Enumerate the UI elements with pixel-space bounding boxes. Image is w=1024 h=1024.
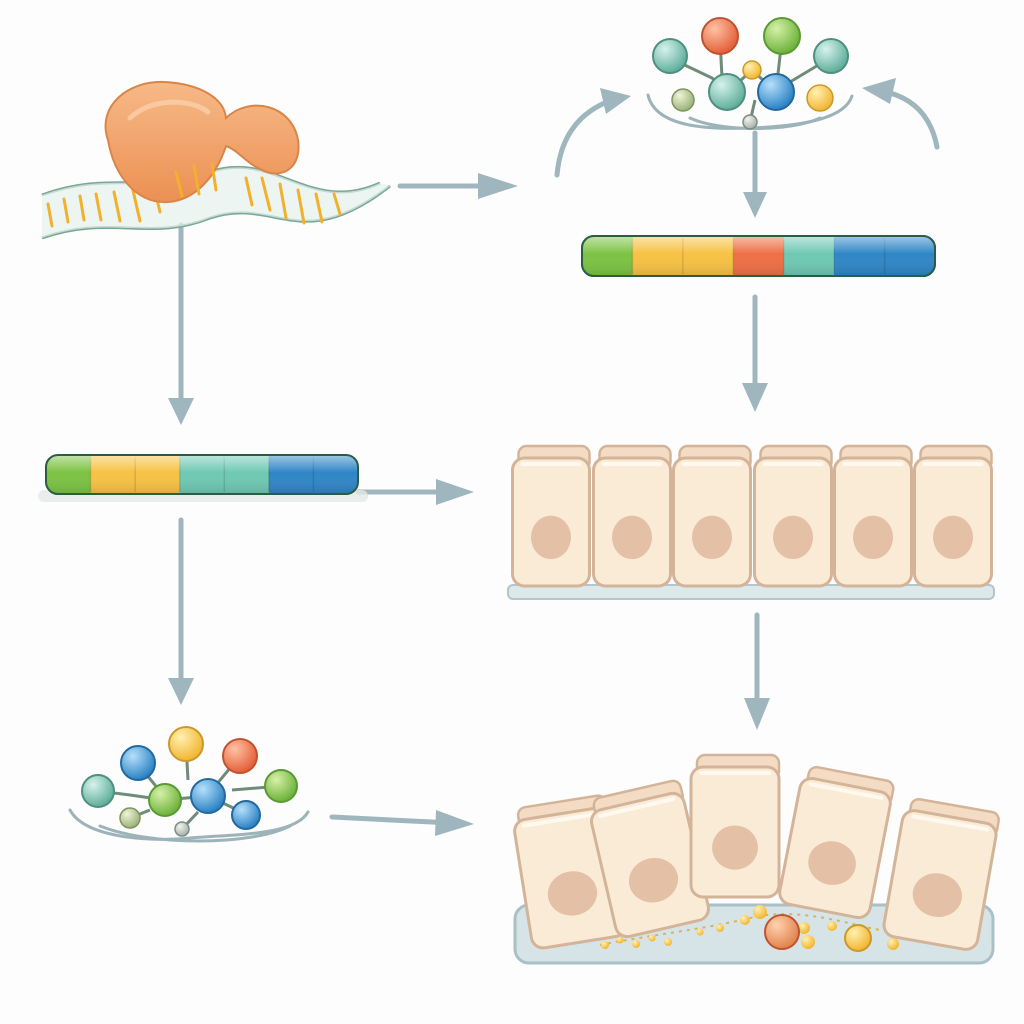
- arrow-cell-layer-to-disrupted-layer: [744, 612, 770, 730]
- segmented-bar-top: [581, 235, 936, 277]
- epithelial-cell: [753, 444, 833, 588]
- ribosome-icon: [104, 80, 300, 204]
- molecule-bead: [708, 73, 746, 111]
- arrow-bar-top-to-cell-layer: [742, 294, 768, 412]
- molecule-bead: [763, 17, 801, 55]
- nucleus: [912, 873, 962, 917]
- nucleus: [530, 515, 572, 560]
- epithelial-cell: [592, 444, 672, 588]
- molecule-bead: [806, 84, 834, 112]
- nucleus: [611, 515, 653, 560]
- mrna-strand: [41, 165, 391, 240]
- molecule-bead: [190, 778, 226, 814]
- nucleus: [808, 841, 856, 885]
- arrow-cluster-bottom-to-disrupted-layer: [329, 810, 474, 836]
- nucleus: [932, 515, 974, 560]
- molecule-bead: [231, 800, 261, 830]
- epithelial-cell: [833, 444, 913, 588]
- debris-particles: [599, 905, 899, 952]
- epithelial-cell: [511, 444, 591, 588]
- curved-arrow-right: [862, 78, 940, 150]
- epithelial-cell: [913, 444, 993, 588]
- nucleus: [712, 825, 758, 870]
- nucleus: [628, 857, 679, 903]
- molecule-cluster-top: [646, 17, 854, 130]
- epithelial-cell: [672, 444, 752, 588]
- epithelial-cell: [882, 797, 1000, 951]
- molecule-bead: [81, 774, 115, 808]
- arrow-bar-left-to-cluster-bottom: [168, 517, 194, 705]
- arrow-cluster-top-to-bar-top: [743, 130, 767, 218]
- molecule-bead: [119, 807, 141, 829]
- arrow-ribosome-to-cluster-top: [397, 173, 518, 199]
- molecule-bead: [148, 783, 182, 817]
- molecule-bead: [652, 38, 688, 74]
- nucleus: [547, 871, 598, 916]
- curved-arrow-left: [554, 88, 631, 178]
- nucleus: [852, 515, 894, 560]
- molecule-bead: [701, 17, 739, 55]
- segmented-bar-left: [38, 454, 368, 502]
- epithelial-cell: [778, 765, 895, 920]
- molecule-bead: [671, 88, 695, 112]
- molecule-bead: [264, 769, 298, 803]
- molecule-bead: [742, 60, 762, 80]
- ribosome-on-mrna: [41, 80, 391, 240]
- nucleus: [772, 515, 814, 560]
- molecule-bead: [120, 745, 156, 781]
- arrow-bar-left-to-cell-layer: [355, 479, 474, 505]
- molecule-bead: [757, 73, 795, 111]
- molecule-bead: [168, 726, 204, 762]
- molecule-bead: [742, 114, 758, 130]
- molecule-bead: [174, 821, 190, 837]
- nucleus: [691, 515, 733, 560]
- epithelial-cell: [689, 753, 781, 899]
- molecule-cluster-bottom: [68, 726, 310, 843]
- cell-layer-ordered: [507, 444, 995, 600]
- molecule-bead: [813, 38, 849, 74]
- cell-layer-disrupted: [513, 753, 1000, 965]
- arrow-ribosome-to-bar-left: [168, 222, 194, 425]
- molecule-bead: [222, 738, 258, 774]
